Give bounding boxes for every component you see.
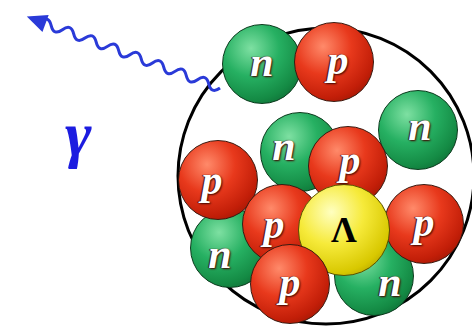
proton-sphere: p [384, 184, 464, 264]
proton-sphere: p [294, 22, 374, 102]
particle-label: n [408, 105, 431, 147]
photon-wave [24, 8, 223, 96]
particle-label: p [340, 139, 361, 181]
particle-label: Λ [331, 212, 357, 248]
photon-label: γ [65, 102, 92, 166]
particle-label: p [202, 159, 223, 201]
neutron-sphere: n [378, 90, 458, 170]
particle-label: n [208, 233, 231, 275]
particle-label: p [414, 201, 435, 243]
particle-label: p [280, 261, 301, 303]
particle-label: n [272, 125, 295, 167]
particle-label: p [328, 39, 349, 81]
photon-arrowhead [24, 8, 49, 32]
particle-label: n [378, 261, 401, 303]
particle-label: p [264, 203, 285, 245]
neutron-sphere: n [222, 24, 302, 104]
particle-label: n [250, 41, 273, 83]
photon-line [38, 17, 221, 92]
proton-sphere: p [250, 244, 330, 324]
